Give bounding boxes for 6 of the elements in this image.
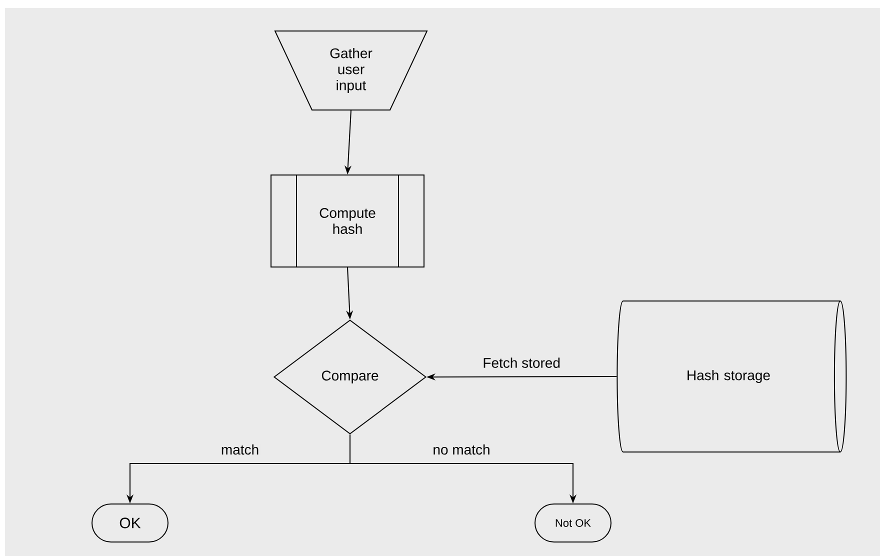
edge-label: Fetch stored bbox=[482, 356, 562, 369]
terminator-box: OK bbox=[92, 504, 168, 542]
storage-cylinder: Hash storage bbox=[616, 300, 847, 452]
terminator-box: Not OK bbox=[534, 504, 612, 542]
subprocess-box: Compute hash bbox=[270, 174, 424, 268]
edge-label: no match bbox=[432, 443, 492, 456]
